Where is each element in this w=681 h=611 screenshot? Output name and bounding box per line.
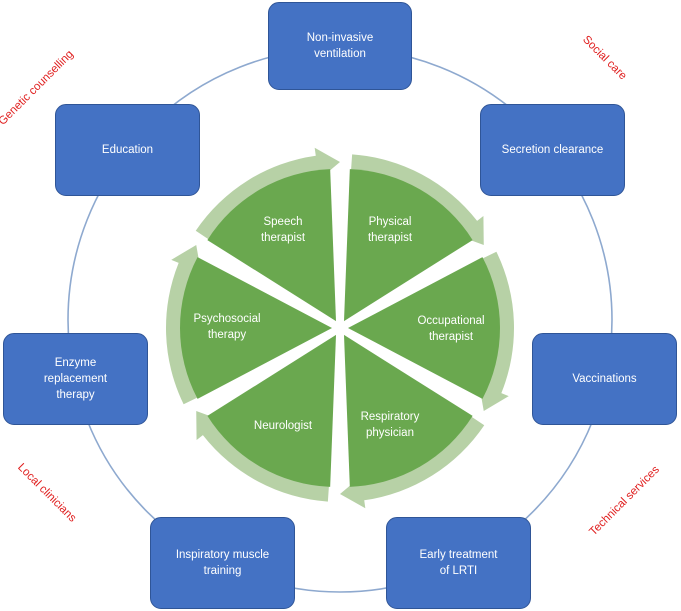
cycle-arrow-occupational [479,251,514,411]
segment-speech-therapist: Speech therapist [260,216,306,244]
arrow-ring [165,147,514,509]
segment-neurologist: Neurologist [253,420,313,432]
box-inspiratory-muscle-training: Inspiratory muscle training [150,517,295,609]
wheel-segment-respiratory [344,334,473,487]
cycle-arrow-respiratory [340,416,485,509]
segment-psychosocial-therapy: Psychosocial therapy [193,313,261,341]
inner-wheel [179,169,500,487]
wheel-segment-physical [344,169,473,322]
segment-physical-therapist: Physical therapist [367,216,413,244]
wheel-segment-occupational [348,257,500,399]
wheel-segment-speech [207,169,336,322]
box-enzyme-replacement-therapy: Enzyme replacement therapy [3,333,148,425]
box-education: Education [55,104,200,196]
wheel-segment-psychosocial [179,257,332,399]
box-early-treatment-lrti: Early treatment of LRTI [386,517,531,609]
box-non-invasive-ventilation: Non-invasive ventilation [268,2,412,90]
cycle-arrow-speech [195,147,340,240]
box-secretion-clearance: Secretion clearance [480,104,625,196]
wheel-segment-neurologist [207,334,336,487]
cycle-arrow-psychosocial [165,245,201,405]
segment-occupational-therapist: Occupational therapist [417,315,485,343]
cycle-arrow-physical [351,154,484,245]
box-vaccinations: Vaccinations [532,333,677,425]
cycle-arrow-neurologist [196,411,329,502]
segment-respiratory-physician: Respiratory physician [360,411,420,439]
